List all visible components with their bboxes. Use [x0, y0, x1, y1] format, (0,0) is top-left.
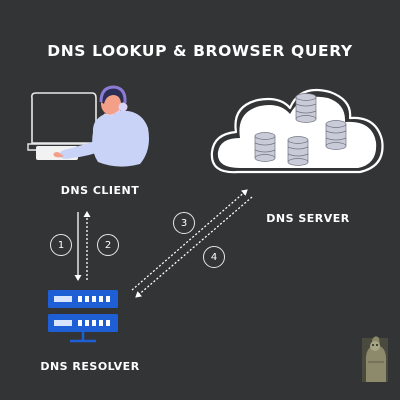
dns-resolver-label: DNS RESOLVER: [40, 360, 140, 373]
cloud-database-icon: [210, 88, 384, 174]
person-at-laptop-icon: [27, 85, 149, 167]
step-2-marker: 2: [97, 234, 119, 256]
step-4-marker: 4: [203, 246, 225, 268]
step-3-marker: 3: [173, 212, 195, 234]
server-rack-icon: [48, 290, 118, 343]
arrow-server-to-resolver: [135, 196, 253, 298]
diagram-title: DNS LOOKUP & BROWSER QUERY: [47, 42, 353, 60]
figure-watermark-icon: [362, 336, 388, 382]
step-1-marker: 1: [50, 234, 72, 256]
arrow-resolver-to-server: [131, 189, 248, 291]
dns-server-label: DNS SERVER: [266, 212, 350, 225]
dns-client-label: DNS CLIENT: [60, 184, 140, 197]
